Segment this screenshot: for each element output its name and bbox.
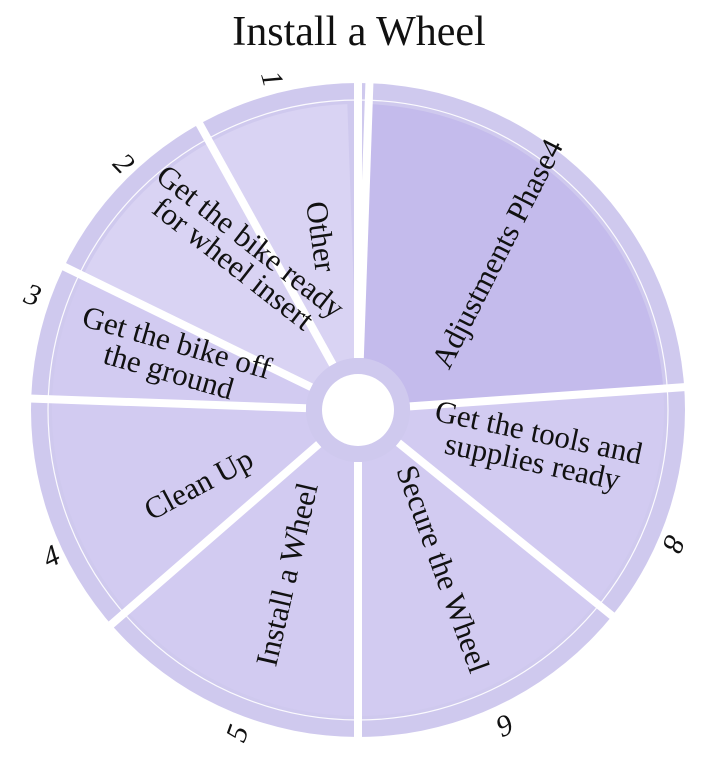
segment-number-install: 5 (219, 721, 255, 746)
segment-separator (107, 441, 322, 629)
segment-separator (60, 262, 314, 391)
wheel-hub-hole (322, 374, 394, 446)
segment-separator (194, 120, 337, 367)
segment-adjustments[interactable] (359, 104, 664, 407)
segment-number-tools: 8 (655, 531, 691, 558)
segment-other[interactable] (209, 104, 357, 365)
segment-bike-ready[interactable] (82, 142, 333, 388)
segment-number-secure: 6 (491, 707, 519, 743)
segment-number-bike-off-ground: 3 (19, 277, 45, 313)
segment-separator (29, 394, 307, 413)
segment-install[interactable] (127, 444, 358, 716)
segment-cleanup[interactable] (52, 399, 319, 611)
segment-tools[interactable] (398, 388, 664, 603)
segment-separator (409, 383, 687, 411)
segment-secure[interactable] (358, 442, 596, 716)
diagram-title: Install a Wheel (232, 9, 486, 55)
segment-separator (395, 439, 617, 621)
segment-bike-off-ground[interactable] (52, 275, 312, 409)
segment-number-other: 1 (254, 67, 290, 90)
